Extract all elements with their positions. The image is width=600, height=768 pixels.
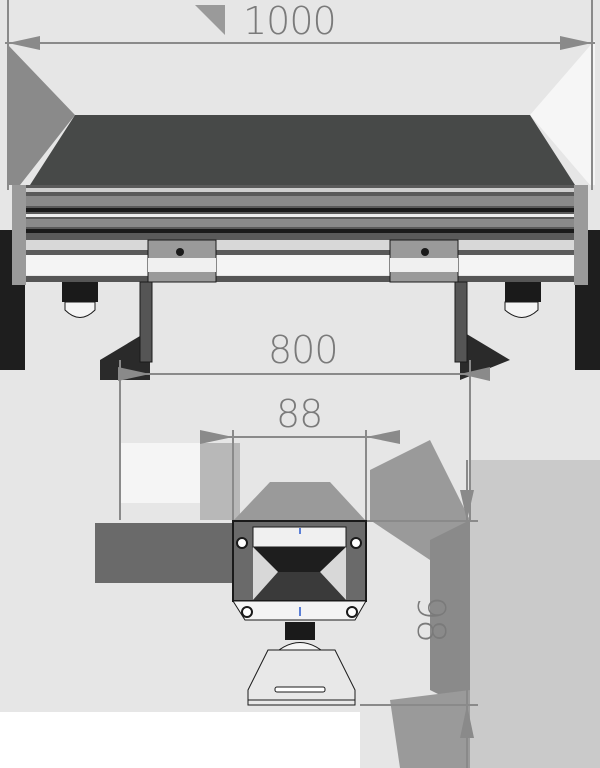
- fixture-side-section: [232, 482, 367, 706]
- dimension-label-height: 98: [409, 595, 454, 643]
- fixture-front-view: [12, 115, 588, 363]
- dimension-label-width: 88: [276, 392, 323, 436]
- connector-right: [504, 282, 541, 318]
- dimension-88: [200, 430, 400, 525]
- dimension-98: [360, 460, 478, 768]
- dimension-label-mount-spacing: 800: [268, 328, 339, 372]
- mount-clip-left: [147, 239, 217, 283]
- dimension-1000: [5, 0, 595, 190]
- dimension-label-length: 1000: [243, 0, 337, 43]
- mount-clip-right: [389, 239, 459, 283]
- connector-left: [62, 282, 98, 318]
